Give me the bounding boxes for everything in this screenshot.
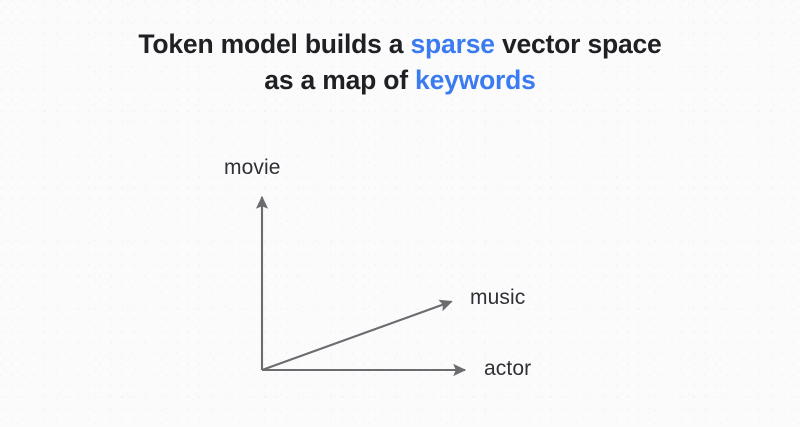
axis-line-music bbox=[261, 299, 453, 371]
title-highlight-sparse: sparse bbox=[410, 29, 495, 59]
title-line-2-text-before: as a map of bbox=[264, 65, 416, 95]
title-line-1-text-before: Token model builds a bbox=[138, 29, 411, 59]
slide-title: Token model builds a sparse vector space… bbox=[0, 26, 800, 98]
title-line-2: as a map of keywords bbox=[0, 62, 800, 98]
title-line-1-text-after: vector space bbox=[494, 29, 662, 59]
axis-label-actor: actor bbox=[484, 357, 532, 380]
axis-label-music: music bbox=[470, 286, 526, 309]
title-line-1: Token model builds a sparse vector space bbox=[0, 26, 800, 62]
axis-label-movie: movie bbox=[224, 156, 281, 179]
title-highlight-keywords: keywords bbox=[415, 65, 536, 95]
